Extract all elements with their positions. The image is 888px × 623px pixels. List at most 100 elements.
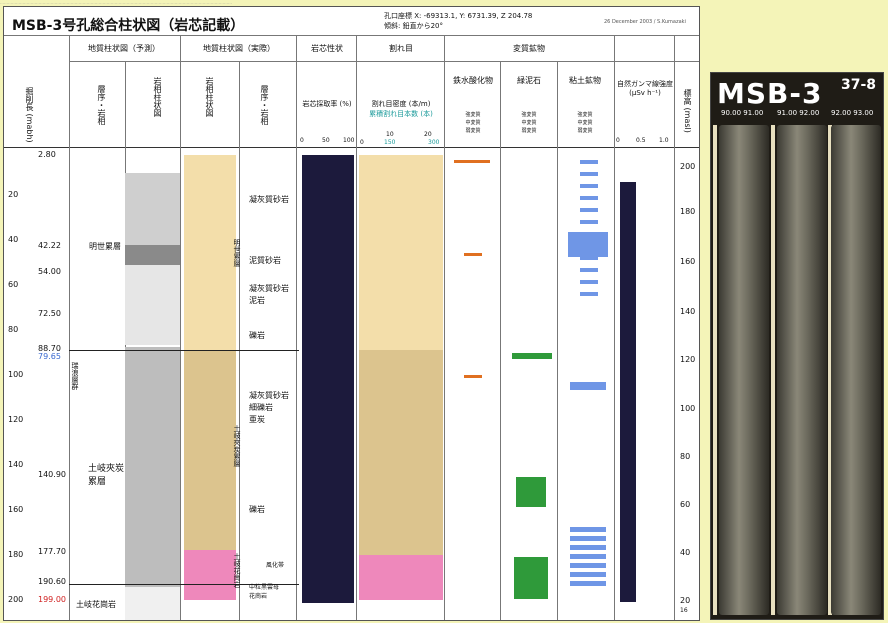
ruler-3: [828, 125, 832, 615]
formation-header-2: 層序・岩相: [260, 85, 269, 125]
fractures-header: 割れ目: [389, 44, 413, 53]
elev-80: 80: [680, 452, 691, 461]
predicted-band-5: [125, 587, 180, 620]
gamma-tick-10: 1.0: [659, 137, 669, 144]
run-label-2: 91.00 92.00: [777, 109, 820, 117]
chlorite-mark-2: [516, 477, 546, 507]
clay-mark-4: [570, 527, 606, 587]
depth-tick-140: 140: [8, 460, 24, 469]
gamma-trace: [620, 182, 636, 602]
col-line-10: [239, 61, 240, 620]
header-divider-1: [69, 61, 699, 62]
elev-120: 120: [680, 355, 696, 364]
elev-60: 60: [680, 500, 691, 509]
iron-legend: 強変質中変質弱変質: [465, 112, 481, 134]
actual-band-3: [184, 550, 236, 600]
fracture-tick-top-1: 10: [386, 131, 394, 138]
chlorite-legend: 強変質中変質弱変質: [521, 112, 537, 134]
photo-box-number: 37-8: [841, 77, 877, 93]
elev-100: 100: [680, 404, 696, 413]
depth-tick-200: 200: [8, 595, 24, 604]
lith-7: 細礫岩: [249, 403, 273, 412]
lith-2: 泥質砂岩: [249, 256, 281, 265]
boundary-42-22: 42.22: [38, 241, 61, 250]
clay-marks-1: [580, 160, 598, 300]
clay-mark-3: [570, 382, 606, 390]
boundary-177-70: 177.70: [38, 547, 66, 556]
fracture-bg-1: [359, 155, 443, 350]
elev-16: 16: [680, 607, 688, 614]
col-line-6: [614, 35, 615, 620]
predicted-band-4: [125, 347, 180, 587]
recovery-bar: [302, 155, 354, 603]
fracture-bg-3: [359, 555, 443, 600]
boundary-line-1: [69, 350, 299, 351]
clay-legend: 強変質中変質弱変質: [577, 112, 593, 134]
boundary-2-80: 2.80: [38, 150, 56, 159]
depth-tick-60: 60: [8, 280, 19, 289]
core-column-2: [777, 125, 827, 615]
col-line-3: [296, 35, 297, 620]
recovery-tick-50: 50: [322, 137, 330, 144]
core-column-3: [831, 125, 881, 615]
boundary-54-00: 54.00: [38, 267, 61, 276]
fracture-tick-bottom-2: 300: [428, 139, 440, 146]
gamma-tick-0: 0: [616, 137, 620, 144]
date-note: 26 December 2003 / S.Kumazaki: [604, 19, 686, 25]
geo-actual-header: 地質柱状図（実際）: [203, 44, 275, 53]
depth-tick-40: 40: [8, 235, 19, 244]
depth-tick-100: 100: [8, 370, 24, 379]
actual-band-1: [184, 155, 236, 350]
core-column-1: [719, 125, 769, 615]
col-line-5: [444, 35, 445, 620]
recovery-tick-0: 0: [300, 137, 304, 144]
formation-meise: 明世累層: [89, 242, 121, 251]
lith-9: 礫岩: [249, 505, 265, 514]
formation-toki-lignite: 土岐夾炭累層: [88, 464, 125, 487]
iron-header: 鉄水酸化物: [453, 76, 493, 85]
core-photo: MSB-3 37-8 90.00 91.00 91.00 92.00 92.00…: [710, 72, 884, 620]
iron-mark-2: [464, 253, 482, 256]
lith-4: 泥岩: [249, 296, 265, 305]
page-title: MSB-3号孔総合柱状図（岩芯記載）: [12, 18, 245, 34]
inclination-text: 傾斜: 鉛直から20°: [384, 22, 443, 30]
elev-40: 40: [680, 548, 691, 557]
iron-mark-1: [454, 160, 490, 163]
actual-band-2: [184, 350, 236, 550]
core-props-header: 岩芯性状: [311, 44, 343, 53]
lith-1: 凝灰質砂岩: [249, 195, 289, 204]
boundary-199-00: 199.00: [38, 595, 66, 604]
lith-3: 凝灰質砂岩: [249, 284, 289, 293]
ruler-1: [713, 125, 717, 615]
gamma-header: 自然ガンマ線強度 (μSv h⁻¹): [617, 80, 673, 97]
depth-header: 掘削長 (mabh): [25, 87, 34, 143]
recovery-header: 岩芯採取率 (%): [302, 100, 352, 108]
elevation-header: 標高 (masl): [683, 89, 692, 133]
lith-6: 凝灰質砂岩: [249, 391, 289, 400]
col-line-1: [69, 35, 70, 620]
geo-predicted-header: 地質柱状図（予測）: [88, 44, 160, 53]
predicted-band-1: [125, 173, 180, 253]
boundary-190-60: 190.60: [38, 577, 66, 586]
fracture-tick-bottom-0: 0: [360, 139, 364, 146]
chlorite-mark-3: [514, 557, 548, 599]
rock-col-header-1: 岩相柱状図: [153, 77, 162, 117]
chlorite-header: 緑泥石: [517, 76, 541, 85]
recovery-tick-100: 100: [343, 137, 355, 144]
depth-tick-160: 160: [8, 505, 24, 514]
depth-tick-120: 120: [8, 415, 24, 424]
clay-header: 粘土鉱物: [569, 76, 601, 85]
header-divider-2: [4, 147, 699, 148]
fracture-tick-bottom-1: 150: [384, 139, 396, 146]
iron-mark-3: [464, 375, 482, 378]
title-divider: [4, 35, 699, 36]
predicted-band-2: [125, 245, 180, 265]
fracture-tick-top-2: 20: [424, 131, 432, 138]
depth-tick-80: 80: [8, 325, 19, 334]
top-strip: ……………………………………………………………………………………………………………: [0, 0, 232, 5]
fracture-cumulative-header: 累積割れ目本数 (本): [369, 110, 433, 118]
gamma-tick-05: 0.5: [636, 137, 646, 144]
run-label-1: 90.00 91.00: [721, 109, 764, 117]
run-label-3: 92.00 93.00: [831, 109, 874, 117]
ruler-2: [771, 125, 775, 615]
